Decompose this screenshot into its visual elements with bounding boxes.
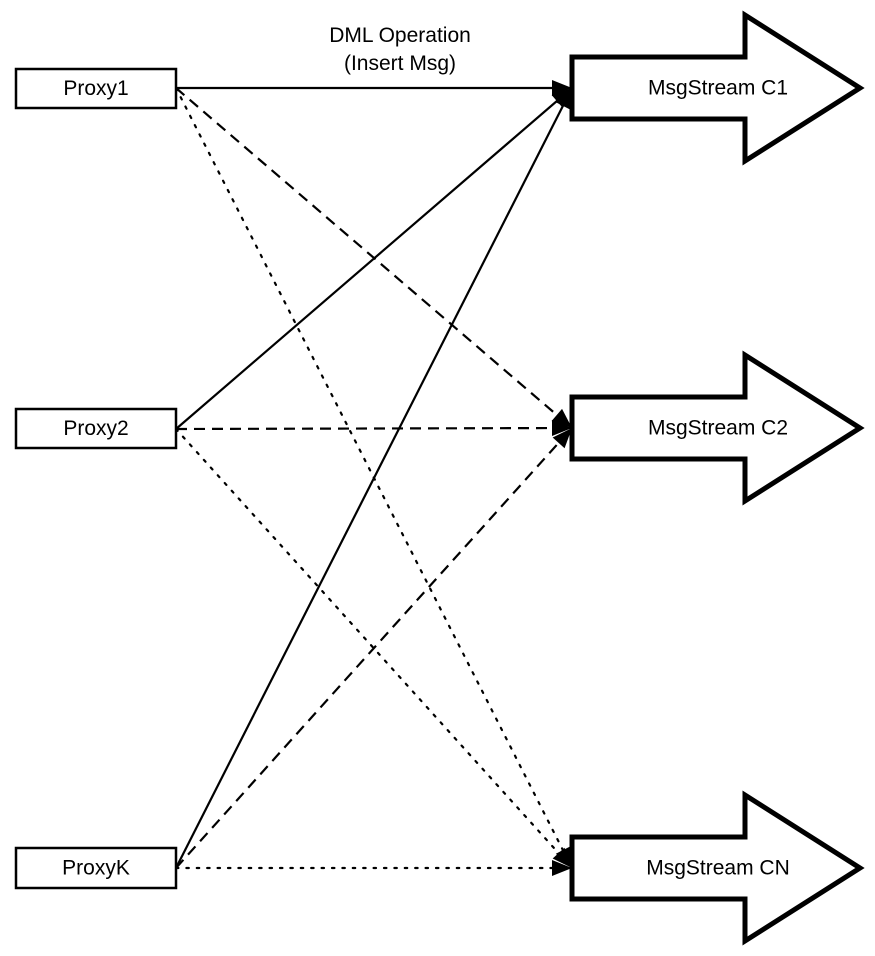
stream-node-stream_c1[interactable]: MsgStream C1 — [569, 10, 865, 166]
stream-node-stream_cn[interactable]: MsgStream CN — [569, 790, 865, 946]
proxy-node-proxy1[interactable]: Proxy1 — [14, 67, 178, 110]
arrowhead-layer — [551, 80, 572, 876]
proxy-node-proxyK[interactable]: ProxyK — [14, 846, 178, 890]
proxy-box-proxyK — [14, 846, 178, 890]
proxy-box-proxy2 — [14, 407, 178, 450]
stream-node-layer: MsgStream C1 MsgStream C2 MsgStream CN — [569, 10, 865, 946]
arrowhead-p1-c2 — [551, 408, 572, 428]
proxy-label-proxyK: ProxyK — [62, 857, 130, 880]
stream-arrow-shape-stream_c2 — [569, 350, 865, 506]
edge-caption-line-1: DML Operation — [329, 24, 471, 47]
proxy-label-proxy1: Proxy1 — [63, 77, 128, 100]
edge-caption: DML Operation (Insert Msg) — [329, 24, 471, 75]
arrowhead-pk-cn — [552, 860, 572, 876]
link-layer — [174, 86, 572, 870]
proxy-label-proxy2: Proxy2 — [63, 417, 128, 440]
link-p1-cn — [174, 86, 572, 866]
arrowhead-p2-c2 — [551, 420, 572, 437]
stream-label-stream_c2: MsgStream C2 — [648, 417, 788, 440]
link-p2-c2 — [175, 426, 569, 431]
stream-label-stream_c1: MsgStream C1 — [648, 77, 788, 100]
arrowhead-pk-c2 — [552, 428, 572, 449]
link-p2-cn — [174, 427, 571, 867]
arrowhead-p1-c1 — [552, 80, 572, 96]
edge-caption-line-2: (Insert Msg) — [344, 52, 456, 75]
stream-arrow-shape-stream_cn — [569, 790, 865, 946]
stream-node-stream_c2[interactable]: MsgStream C2 — [569, 350, 865, 506]
arrowhead-pk-c1 — [555, 88, 572, 110]
proxy-node-proxy2[interactable]: Proxy2 — [14, 407, 178, 450]
stream-label-stream_cn: MsgStream CN — [646, 857, 790, 880]
link-p2-c1 — [175, 89, 570, 430]
arrowhead-p2-cn — [552, 847, 572, 868]
link-p1-c2 — [175, 87, 570, 427]
proxy-box-proxy1 — [14, 67, 178, 110]
link-pk-c1 — [175, 91, 572, 869]
stream-arrow-shape-stream_c1 — [569, 10, 865, 166]
link-pk-c2 — [175, 430, 571, 869]
